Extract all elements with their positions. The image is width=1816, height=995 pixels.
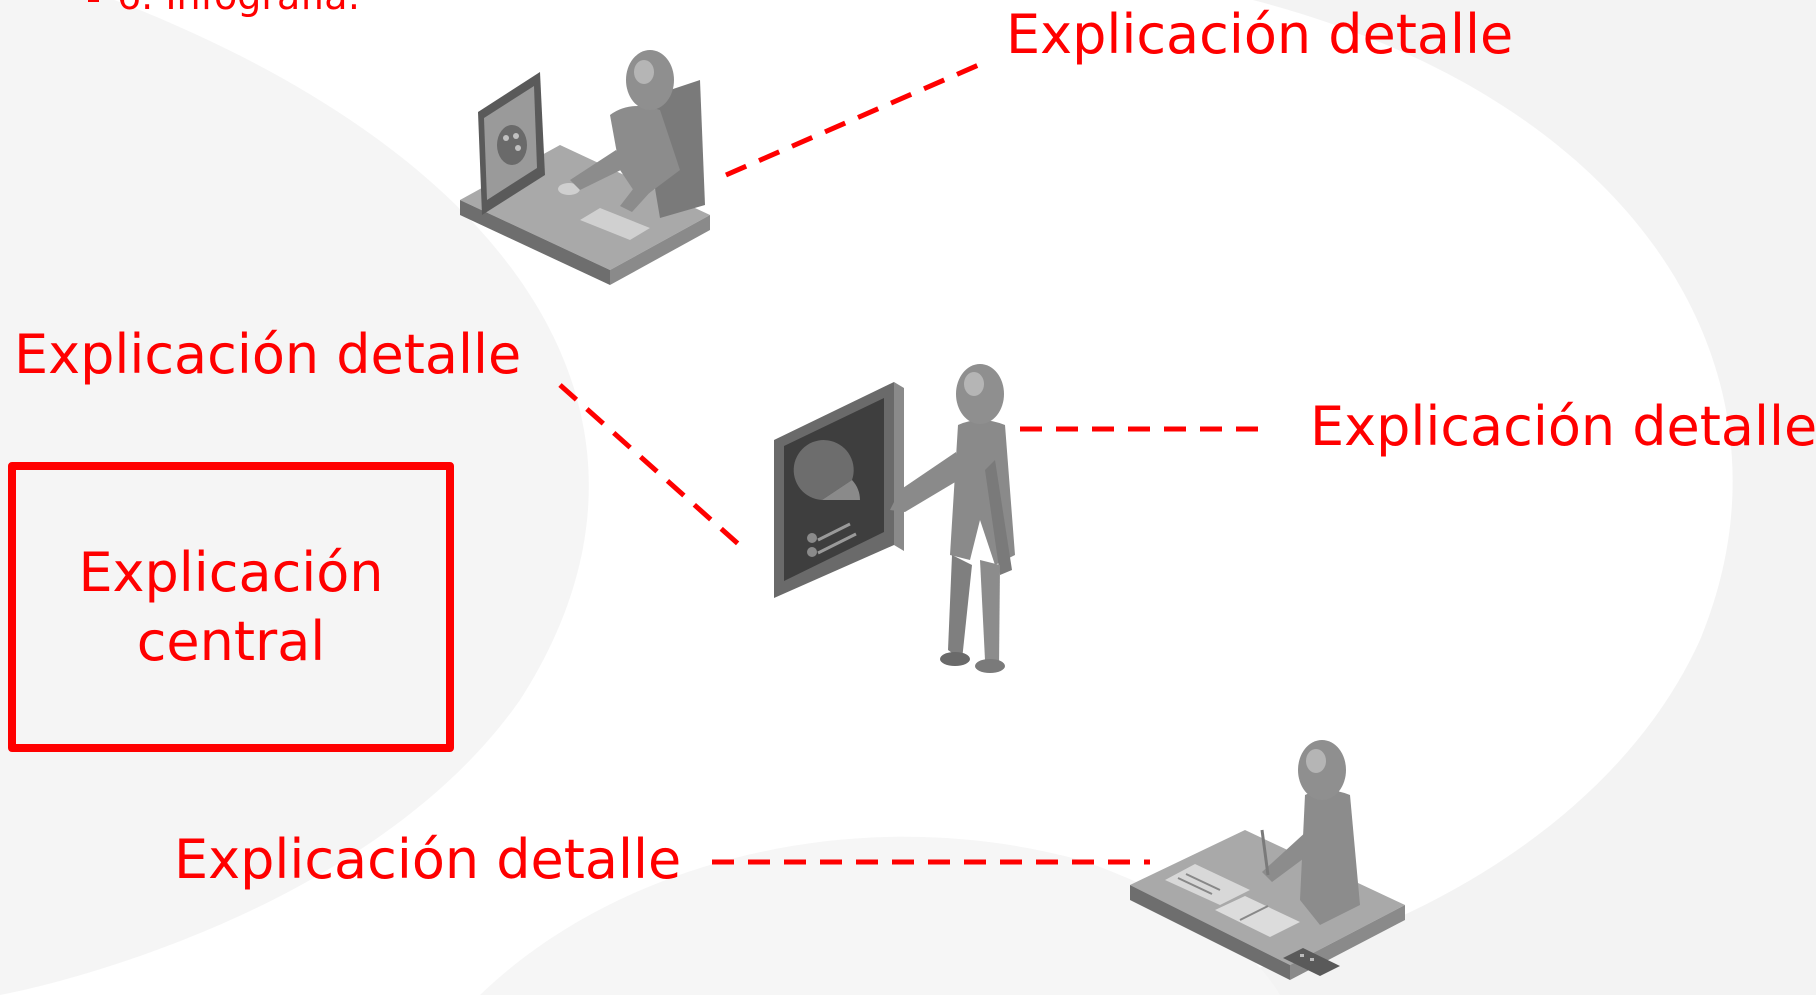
detail-label-top-right: Explicación detalle [1006, 3, 1514, 66]
detail-label-right: Explicación detalle [1310, 395, 1816, 458]
bullet-heading: 6. Infografía: [88, 0, 360, 18]
central-explanation-box: Explicación central [8, 462, 454, 752]
detail-label-bottom: Explicación detalle [174, 828, 682, 891]
bullet-marker-icon [88, 0, 99, 2]
person-at-drafting-desk-icon [1130, 740, 1405, 980]
central-explanation-text: Explicación central [78, 540, 384, 673]
detail-label-left: Explicación detalle [14, 323, 522, 386]
connector-top-right [725, 57, 991, 178]
person-presenting-icon [774, 364, 1015, 673]
bullet-heading-text: 6. Infografía: [117, 0, 360, 18]
connector-left [558, 383, 747, 552]
person-at-computer-icon [460, 50, 710, 285]
